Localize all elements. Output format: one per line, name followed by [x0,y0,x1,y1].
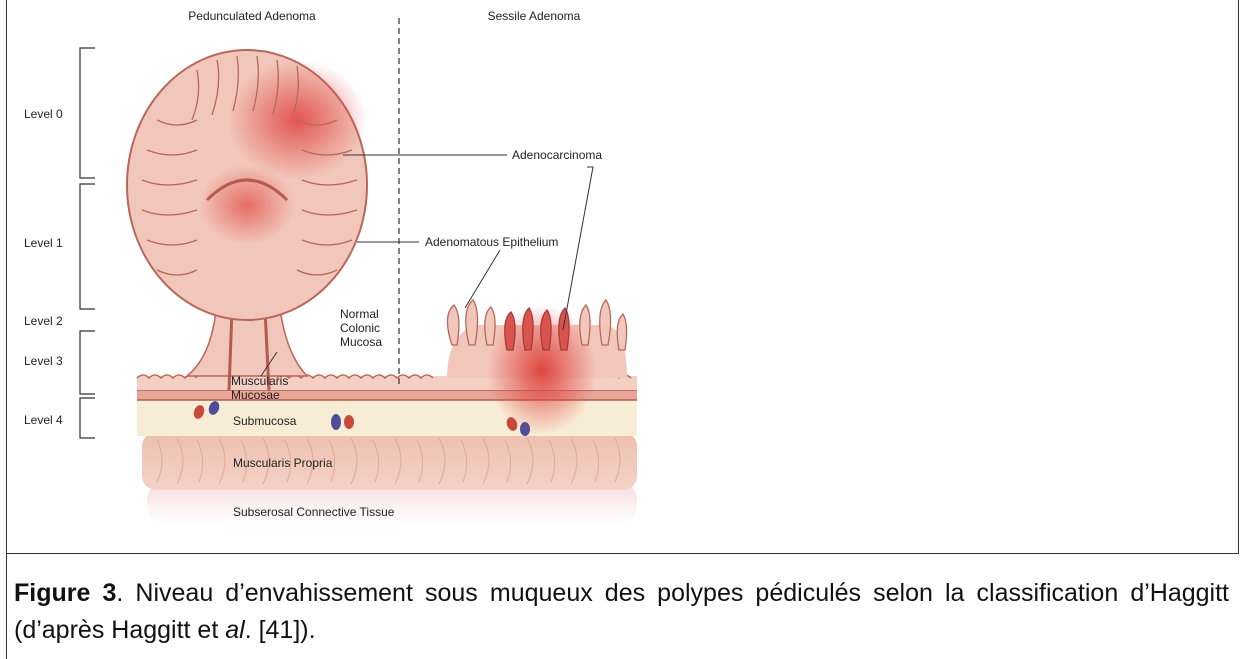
caption-text-2: . [41]). [245,616,316,644]
adenomatous-epithelium-label: Adenomatous Epithelium [425,235,558,249]
caption-text-1: . Niveau d’envahissement sous muqueux de… [14,579,1229,644]
figure-label: Figure 3 [14,579,116,607]
sessile-header: Sessile Adenoma [488,9,581,23]
level-3-label: Level 3 [24,354,63,368]
polyp-head [127,50,367,320]
normal-mucosa-label-1: Normal [340,307,379,321]
muscularis-propria-layer [142,432,637,490]
normal-mucosa-label-2: Colonic [340,321,380,335]
normal-mucosa-label-3: Mucosa [340,335,382,349]
figure-frame: Pedunculated Adenoma Sessile Adenoma Lev… [6,0,1239,554]
level-4-label: Level 4 [24,413,63,427]
haggitt-diagram: Pedunculated Adenoma Sessile Adenoma Lev… [7,0,1240,554]
level-brackets [80,48,95,438]
adenocarcinoma-label: Adenocarcinoma [512,148,602,162]
level-2-label: Level 2 [24,314,63,328]
caption-italic: al [225,616,244,644]
muscularis-mucosae-label-1: Muscularis [231,374,288,388]
muscularis-propria-label: Muscularis Propria [233,456,333,470]
level-1-label: Level 1 [24,236,63,250]
submucosa-label: Submucosa [233,414,297,428]
muscularis-mucosae-label-2: Mucosae [231,388,280,402]
subserosal-label: Subserosal Connective Tissue [233,505,395,519]
frame-left-edge [6,554,7,659]
figure-caption: Figure 3. Niveau d’envahissement sous mu… [14,575,1229,649]
level-0-label: Level 0 [24,107,63,121]
pedunculated-header: Pedunculated Adenoma [188,9,316,23]
